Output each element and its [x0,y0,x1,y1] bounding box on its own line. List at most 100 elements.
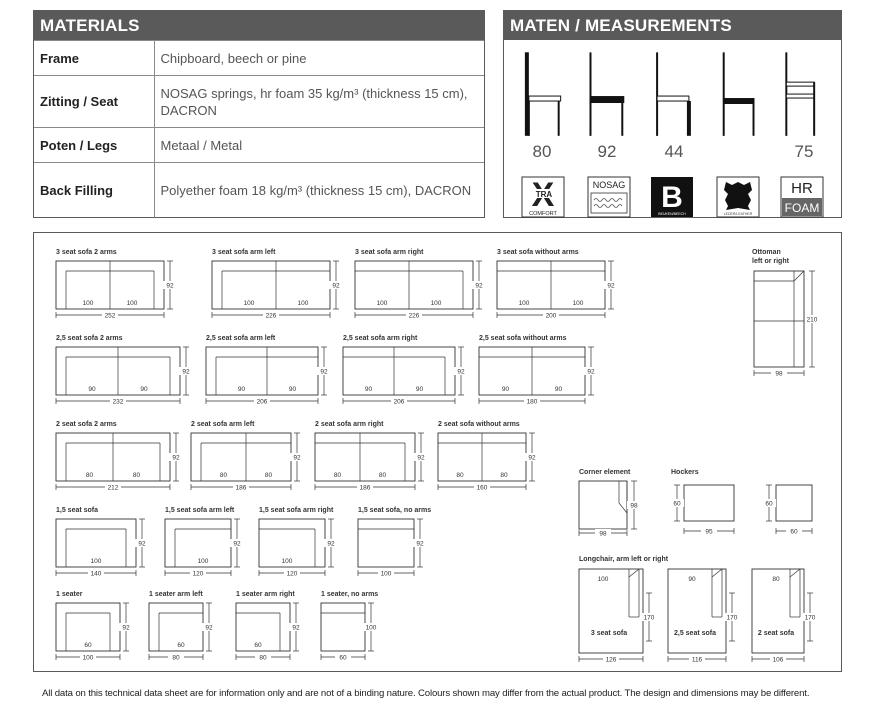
width-dimension-label: 106 [773,656,784,663]
height-dimension-label: 210 [807,316,818,323]
longchair-outline [578,568,644,654]
sofa-outline [148,602,204,652]
hockers-label: Hockers [671,469,699,476]
seat-width-label: 80 [86,472,94,479]
leather-hide-icon [724,182,752,210]
dimension-label-bg [627,501,641,509]
dimension-label-bg [803,613,817,621]
longchair-corner-line [711,568,723,578]
ottoman-outline [753,270,805,368]
height-dimension-label: 92 [205,624,213,631]
height-dimension-label: 92 [293,454,301,461]
height-dimension-label: 92 [233,540,241,547]
dimension-label-bg [179,367,193,375]
sofa-outline [342,346,456,396]
seat-width-label: 80 [265,472,273,479]
width-dimension-label: 98 [599,530,607,537]
seat-width-label: 100 [431,300,442,307]
sofa-label: 1,5 seat sofa, no arms [358,507,431,514]
dimension-label-bg [391,397,407,405]
dimension-label-bg [290,453,304,461]
sofa-label: 2,5 seat sofa arm left [206,335,276,342]
dimension-label-bg [230,539,244,547]
sofa-label: 1 seater, no arms [321,591,378,598]
longchair-seat-label: 100 [598,576,609,583]
dimension-label-bg [317,367,331,375]
dimension-label-bg [642,613,656,621]
width-dimension-label: 116 [692,656,703,663]
dimension-label-bg [725,613,739,621]
dimension-label-bg [770,655,786,663]
sofa-outline [354,260,474,310]
seat-width-label: 90 [416,386,424,393]
width-dimension-label: 60 [790,528,798,535]
dimension-label-bg [169,453,183,461]
sofa-label: 1,5 seat sofa [56,507,98,514]
width-dimension-label: 126 [606,656,617,663]
corner-outline [578,480,628,530]
materials-panel: MATERIALS Frame Chipboard, beech or pine… [33,10,485,218]
height-dimension-label: 92 [138,540,146,547]
xtra-comfort-badge: X TRA COMFORT [521,176,565,218]
dimension-label-bg [102,311,118,319]
height-dimension-label: 92 [417,454,425,461]
seat-width-label: 90 [555,386,563,393]
dimension-label-bg [689,655,705,663]
width-dimension-label: 206 [257,398,268,405]
disclaimer-text: All data on this technical data sheet ar… [42,688,810,699]
seat-width-label: 60 [177,642,185,649]
seat-width-label: 100 [377,300,388,307]
dimension-label-bg [329,281,343,289]
height-dimension-label: 92 [332,282,340,289]
materials-key: Zitting / Seat [34,75,155,128]
sofa-label: 2,5 seat sofa without arms [479,335,567,342]
longchair-label: Longchair, arm left or right [579,556,669,563]
dimension-label-bg [168,653,184,661]
measurements-title: MATEN / MEASUREMENTS [504,11,841,40]
sofa-outline [320,602,366,652]
height-dimension-label: 170 [644,614,655,621]
sofa-label: 3 seat sofa 2 arms [56,249,117,256]
seat-width-label: 60 [254,642,262,649]
sofa-label: 1 seater [56,591,83,598]
width-dimension-label: 232 [113,398,124,405]
ottoman-label: Ottoman [752,249,781,256]
hocker-outline [683,484,735,522]
total-height-diagram [524,52,562,136]
width-dimension-label: 100 [83,654,94,661]
seat-width-label: 80 [379,472,387,479]
height-dimension-label: 60 [673,500,681,507]
seat-width-label: 100 [282,558,293,565]
longchair-name: 3 seat sofa [591,630,627,637]
height-dimension-label: 60 [765,500,773,507]
dimension-label-bg [284,569,300,577]
seat-width-label: 90 [502,386,510,393]
width-dimension-label: 212 [108,484,119,491]
seat-width-label: 100 [198,558,209,565]
dimension-label-bg [543,311,559,319]
hocker-outline [775,484,813,522]
dimension-label-bg [786,527,802,535]
height-dimension-label: 92 [166,282,174,289]
height-dimension-label: 92 [182,368,190,375]
foam-text: FOAM [785,201,820,215]
width-dimension-label: 100 [381,570,392,577]
sofa-label: 3 seat sofa arm right [355,249,424,256]
materials-value: NOSAG springs, hr foam 35 kg/m³ (thickne… [154,75,484,128]
sofa-outline [235,602,291,652]
dimension-label-bg [263,311,279,319]
seat-width-label: 90 [238,386,246,393]
dimension-label-bg [701,527,717,535]
xtra-small-text: TRA [536,190,553,199]
sofa-label: 3 seat sofa arm left [212,249,276,256]
height-dimension-label: 92 [292,624,300,631]
width-dimension-label: 226 [266,312,277,319]
seat-width-label: 90 [140,386,148,393]
seat-width-label: 90 [88,386,96,393]
height-dimension-label: 98 [630,502,638,509]
dimension-label-bg [190,569,206,577]
dimension-label-bg [119,623,133,631]
table-row: Back Filling Polyether foam 18 kg/m³ (th… [34,162,484,218]
seat-width-label: 100 [298,300,309,307]
